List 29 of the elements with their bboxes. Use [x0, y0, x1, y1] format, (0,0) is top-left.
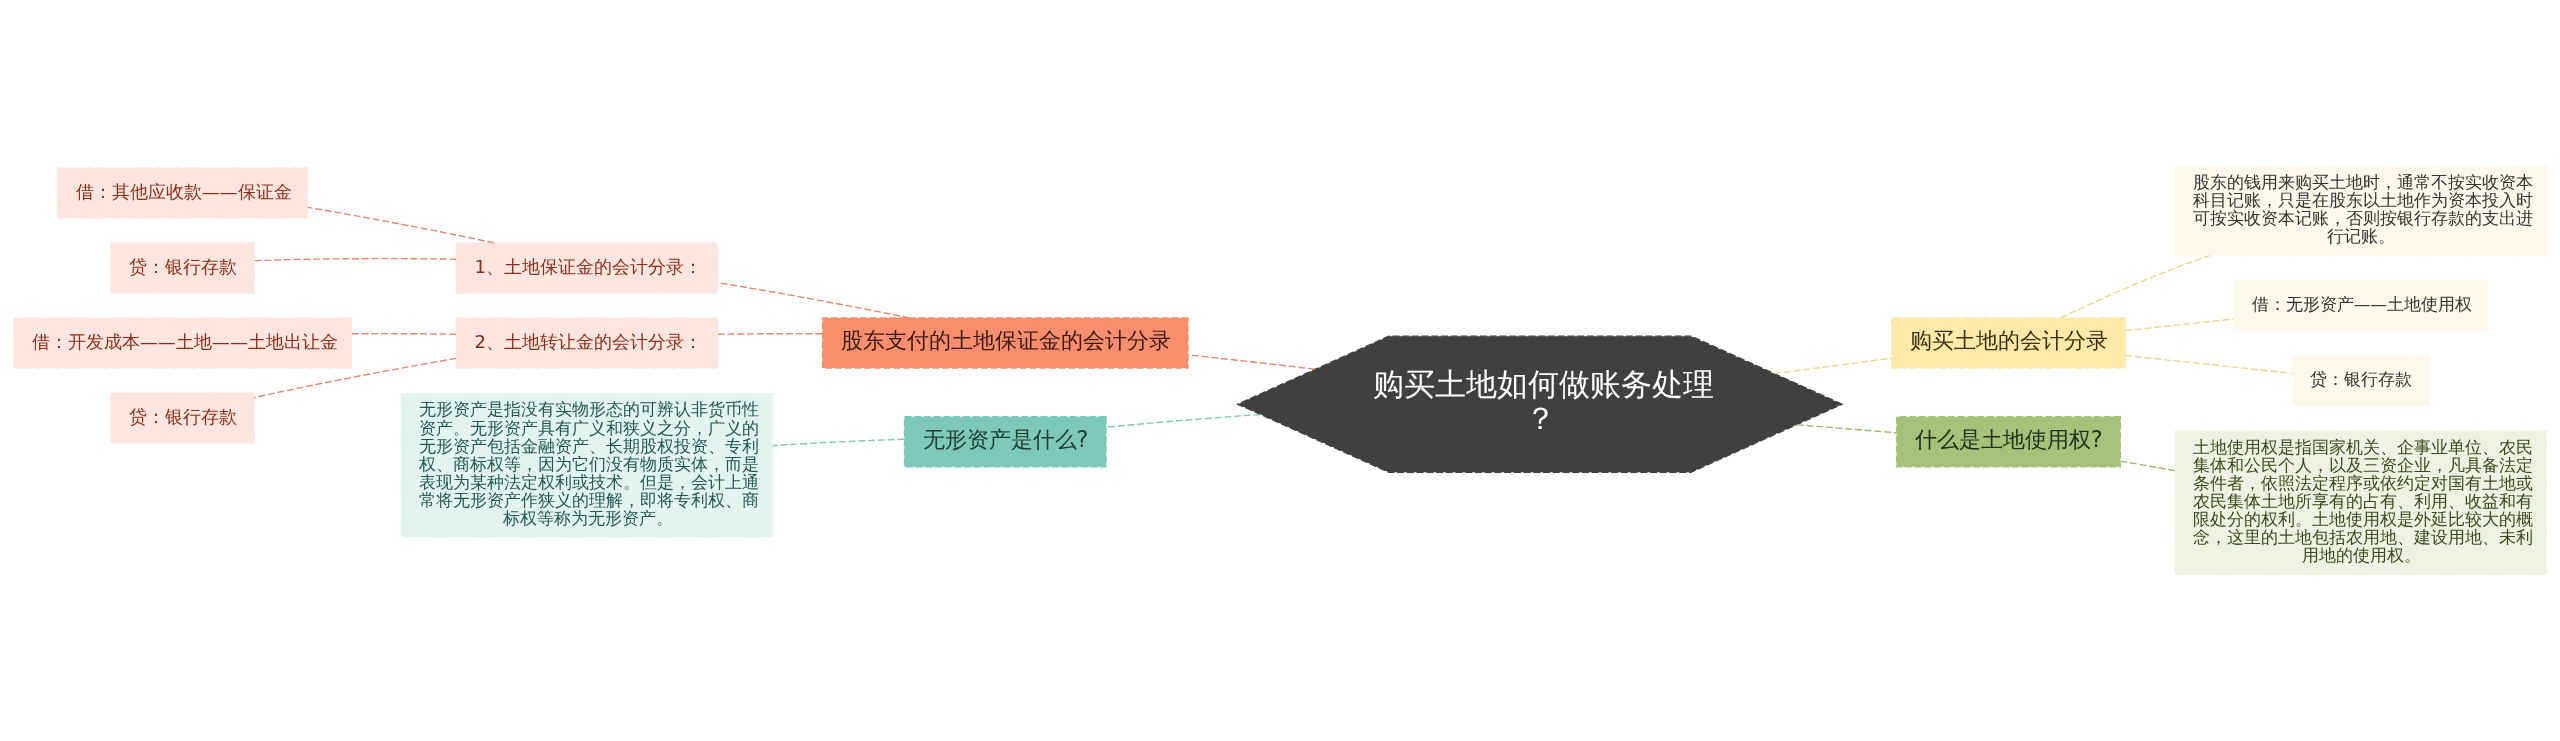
node-box: 借：其他应收款——保证金 [56, 167, 309, 219]
connector [2060, 254, 2211, 319]
node-box: 贷：银行存款 [110, 392, 255, 444]
connector [2124, 318, 2234, 332]
connector [2119, 460, 2176, 472]
node-box: 无形资产是什么? [903, 416, 1107, 468]
connector [717, 332, 823, 335]
connector [2124, 354, 2293, 374]
node-box: 2、土地转让金的会计分录： [455, 317, 719, 369]
connector [1795, 424, 1897, 434]
connector [253, 257, 457, 262]
node-box: 什么是土地使用权? [1895, 416, 2122, 468]
connector [351, 332, 457, 335]
connector [772, 438, 905, 447]
node-box: 贷：银行存款 [2291, 354, 2431, 407]
connector [1187, 354, 1316, 370]
node-box: 借：开发成本——土地——土地出让金 [13, 317, 353, 369]
node-box: 贷：银行存款 [110, 242, 255, 294]
connector [1105, 413, 1262, 428]
connector [307, 206, 495, 244]
node-box: 购买土地的会计分录 [1891, 317, 2126, 369]
node-box: 1、土地保证金的会计分录： [455, 242, 719, 294]
node-box: 借：无形资产——土地使用权 [2232, 279, 2489, 332]
node-box: 股东支付的土地保证金的会计分录 [821, 317, 1189, 369]
node-box: 股东的钱用来购买土地时，通常不按实收资本科目记账，只是在股东以土地作为资本投入时可按实收资本记账，否则按银行存款的支出进行记账。 [2174, 165, 2547, 257]
connector [253, 357, 457, 399]
node-box: 无形资产是指没有实物形态的可辨认非货币性资产。无形资产具有广义和狭义之分，广义的无形资产包括金融资产、长期股权投资、专利权、商标权等，因为它们没有物质实体，而是表现为某种法定权利或技术。但是，会计上通常将无形资产作狭义的理解，即将专利权、商标权等称为无形资产。 [400, 393, 774, 538]
connector [1773, 357, 1893, 375]
node-box: 土地使用权是指国家机关、企事业单位、农民集体和公民个人，以及三资企业，凡具备法定条件者，依照法定程序或依约定对国有土地或农民集体土地所享有的占有、利用、收益和有限处分的权利。土地使用权是外延比较大的概念，这里的土地包括农用地、建设用地、未利用地的使用权。 [2174, 430, 2547, 576]
